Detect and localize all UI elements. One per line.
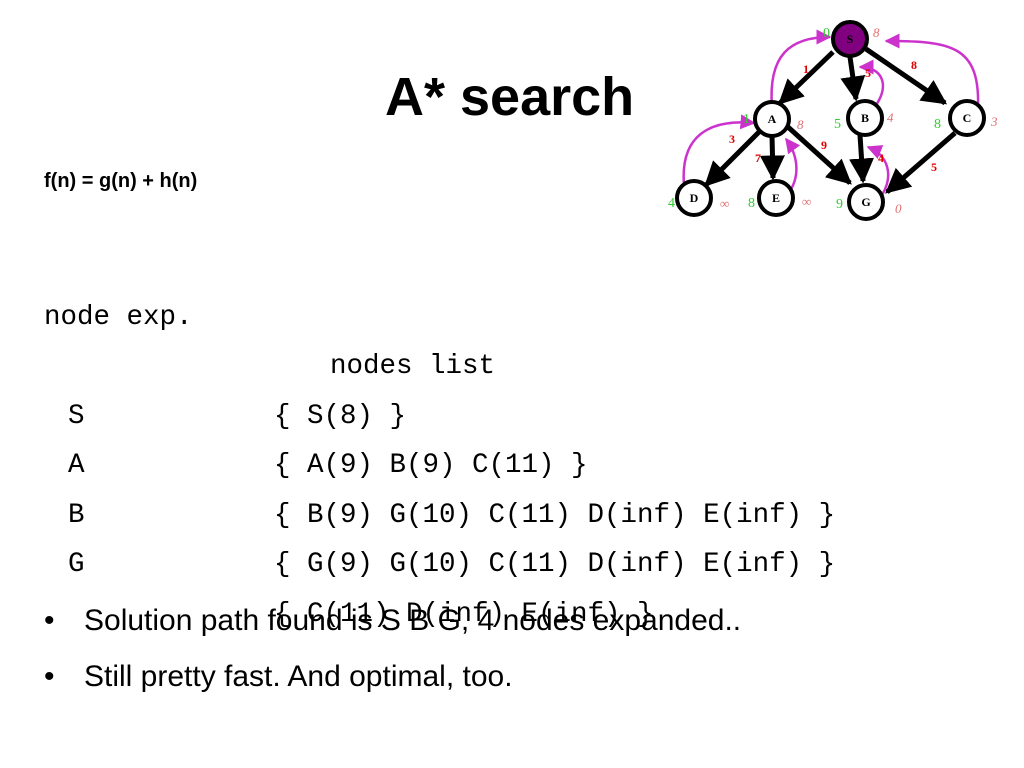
search-trace-table: node exp. nodes list { S(8) } S { A(9) B… (44, 243, 835, 630)
edge-a-g (786, 125, 852, 185)
edge-s-a-cost: 1 (803, 62, 809, 76)
node-c-g-value: 8 (934, 117, 941, 132)
backpointer-c-s (884, 33, 980, 108)
node-d-h-value: ∞ (720, 196, 729, 211)
edge-a-e-cost: 7 (755, 151, 761, 165)
backpointer-a-s (770, 29, 832, 108)
node-b-h-value: 4 (887, 110, 894, 125)
node-d (675, 179, 713, 217)
node-s-label: S (847, 32, 854, 46)
node-c-label: C (963, 111, 972, 125)
edge-b-g-cost: 4 (878, 151, 884, 165)
trace-header: node exp. nodes list (44, 243, 495, 383)
edge-s-b (840, 56, 866, 102)
trace-row: A { B(9) G(10) C(11) D(inf) E(inf) } (44, 392, 835, 531)
edge-b-g (849, 134, 875, 184)
bullet-list: Solution path found is S B G, 4 nodes ex… (44, 597, 741, 709)
bullet-item: Still pretty fast. And optimal, too. (44, 653, 741, 709)
node-s (831, 20, 869, 58)
trace-node: S (68, 400, 85, 432)
edge-c-g (885, 131, 957, 194)
trace-row: S { A(9) B(9) C(11) } (44, 342, 588, 482)
edge-s-b-cost: 5 (865, 66, 871, 80)
node-a (753, 100, 791, 138)
node-g-label: G (861, 195, 870, 209)
node-d-g-value: 4 (668, 196, 675, 211)
node-g-h-value: 0 (895, 201, 902, 216)
trace-list: { B(9) G(10) C(11) D(inf) E(inf) } (274, 499, 836, 531)
node-e-h-value: ∞ (802, 194, 811, 209)
node-c (948, 99, 986, 137)
node-s-h-value: 8 (873, 25, 880, 40)
node-g-g-value: 9 (836, 197, 843, 212)
trace-node: B (68, 499, 85, 531)
node-a-g-value: 1 (743, 112, 750, 127)
node-b-g-value: 5 (834, 117, 841, 132)
trace-row: { S(8) } (44, 293, 406, 432)
edge-s-c (864, 46, 948, 106)
node-s-g-value: 0 (823, 26, 830, 41)
backpointer-g-b (866, 145, 890, 196)
trace-list: { S(8) } (274, 400, 407, 432)
trace-row: B { G(9) G(10) C(11) D(inf) E(inf) } (44, 441, 835, 581)
edge-a-e (759, 134, 785, 181)
edge-a-d-cost: 3 (729, 132, 735, 146)
node-a-h-value: 8 (797, 117, 804, 132)
trace-node: A (68, 450, 85, 481)
node-c-h-value: 3 (990, 114, 998, 129)
formula: f(n) = g(n) + h(n) (44, 170, 198, 192)
backpointer-e-a (784, 137, 801, 192)
backpointer-d-a (682, 114, 756, 186)
node-d-label: D (690, 191, 699, 205)
header-nodes-list: nodes list (330, 351, 496, 382)
edge-c-g-cost: 5 (931, 160, 937, 174)
trace-list: { G(9) G(10) C(11) D(inf) E(inf) } (274, 549, 836, 580)
header-node-exp: node exp. (44, 301, 193, 333)
backpointer-b-s (858, 59, 885, 106)
bullet-item: Solution path found is S B G, 4 nodes ex… (44, 597, 741, 653)
trace-list: { A(9) B(9) C(11) } (274, 450, 588, 481)
edge-a-g-cost: 9 (821, 138, 827, 152)
trace-node: G (68, 549, 85, 580)
node-e-label: E (772, 191, 780, 205)
slide-title: A* search (385, 67, 635, 127)
trace-row: G { C(11) D(inf) E(inf) } (44, 491, 654, 630)
edge-s-c-cost: 8 (911, 58, 917, 72)
node-b (846, 99, 884, 137)
node-a-label: A (768, 112, 777, 126)
node-e-g-value: 8 (748, 196, 755, 211)
edge-s-a (778, 50, 835, 105)
node-g (847, 183, 885, 221)
node-e (757, 179, 795, 217)
search-graph-diagram: S A B C D E G 0 1 5 8 4 8 9 8 8 4 3 ∞ ∞ … (668, 20, 998, 221)
edge-a-d (704, 128, 763, 187)
node-b-label: B (861, 111, 869, 125)
